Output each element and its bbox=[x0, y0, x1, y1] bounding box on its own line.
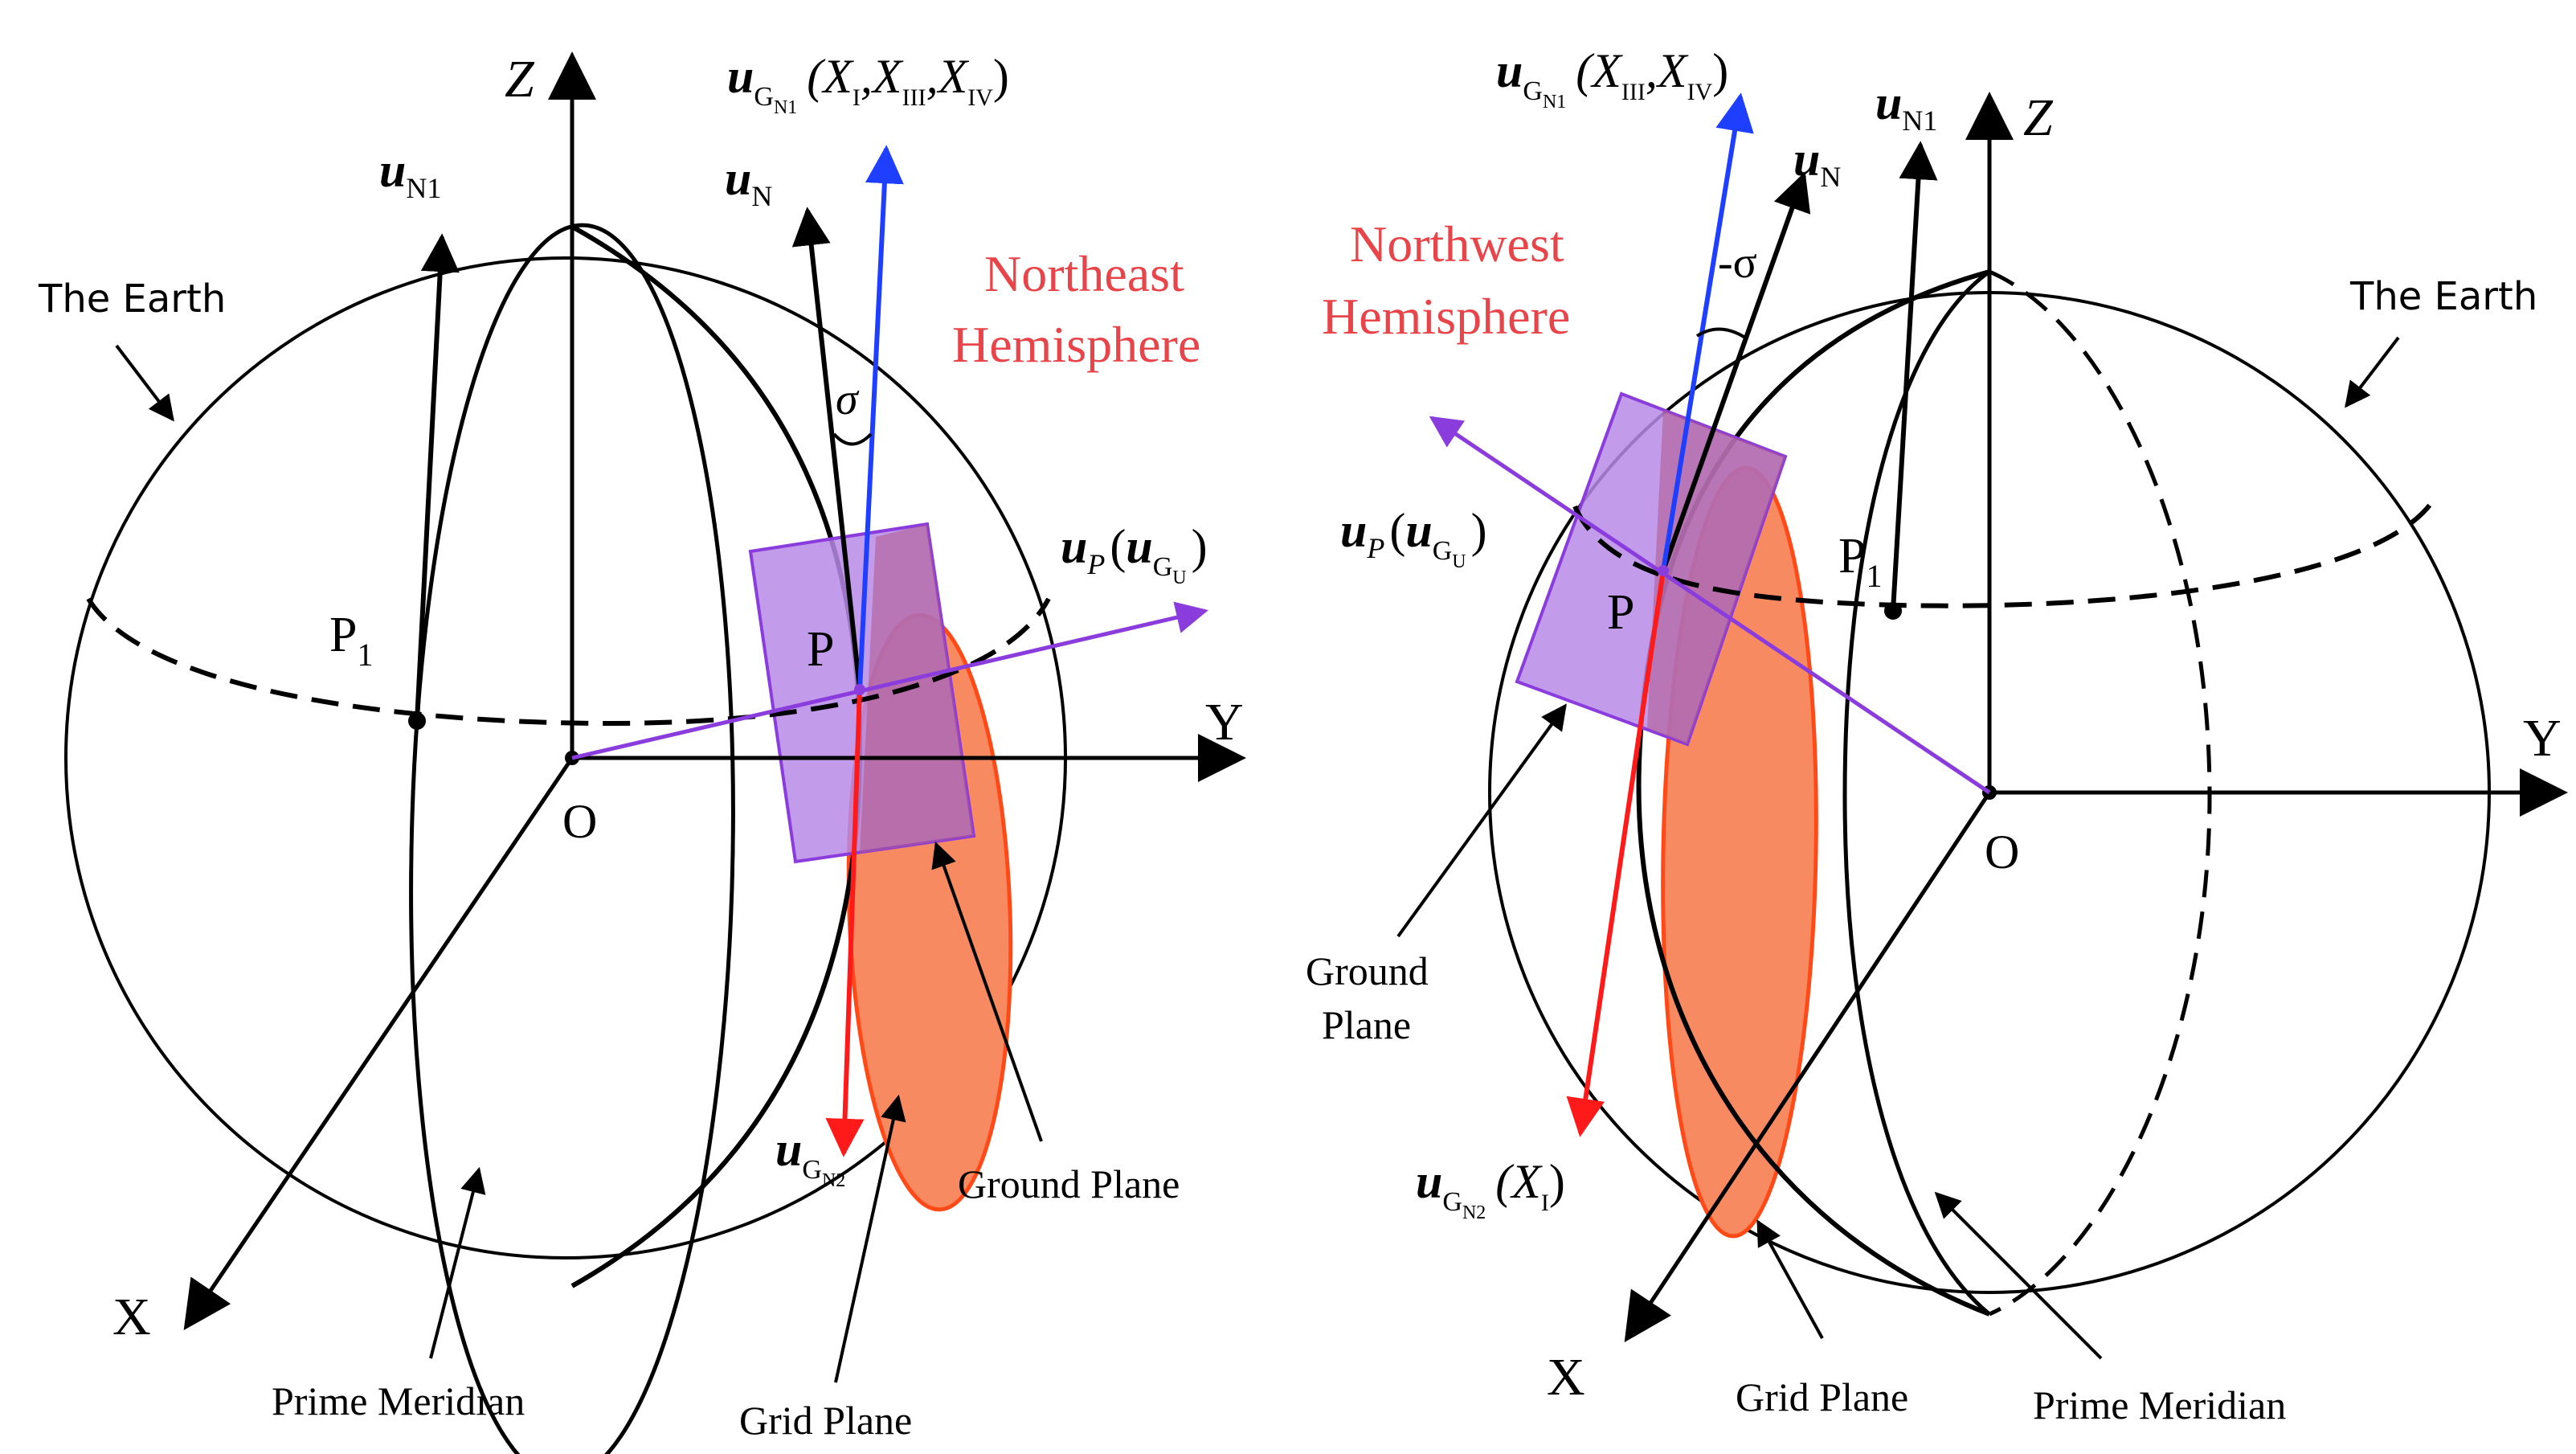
left-p-dot bbox=[854, 684, 865, 695]
right-ground-plane-leader bbox=[1396, 703, 1567, 938]
left-u-gn2-label: uGN2 bbox=[775, 1123, 845, 1191]
left-earth-leader bbox=[115, 344, 174, 422]
right-panel: The Earth Prime Meridian Grid Plane Grou… bbox=[1306, 44, 2568, 1427]
left-u-n1-label: uN1 bbox=[379, 144, 441, 204]
right-earth-leader bbox=[2345, 336, 2400, 408]
left-prime-meridian-ellipse bbox=[400, 223, 743, 1454]
left-hemisphere-line1: Northeast bbox=[984, 245, 1184, 302]
right-hemisphere-line2: Hemisphere bbox=[1322, 288, 1570, 345]
right-ground-plane-line2: Plane bbox=[1322, 1002, 1411, 1047]
right-u-gn2-vector bbox=[1566, 570, 1666, 1137]
left-u-n1-vector bbox=[415, 233, 460, 722]
right-grid-plane-leader bbox=[1756, 1219, 1824, 1339]
right-prime-meridian-label: Prime Meridian bbox=[2033, 1382, 2286, 1427]
right-u-p-vector bbox=[1429, 416, 1991, 795]
right-prime-meridian-solid bbox=[1842, 269, 1991, 1316]
left-equator-dashed bbox=[86, 597, 1051, 727]
left-sigma-label: σ bbox=[836, 375, 860, 424]
right-axis-x-label: X bbox=[1547, 1348, 1585, 1407]
right-plane-overlap bbox=[1647, 410, 1785, 744]
left-ground-plane-leader bbox=[931, 841, 1043, 1142]
right-grid-plane-label: Grid Plane bbox=[1736, 1374, 1908, 1419]
right-earth-label: The Earth bbox=[2349, 274, 2537, 319]
right-u-n-vector bbox=[1661, 171, 1811, 572]
left-panel: The Earth Prime Meridian Grid Plane Grou… bbox=[38, 50, 1246, 1454]
right-point-p1-label: P1 bbox=[1838, 529, 1882, 594]
left-u-n-label: uN bbox=[725, 152, 772, 212]
right-prime-meridian-leader bbox=[1934, 1191, 2103, 1360]
left-u-p-vector bbox=[571, 601, 1208, 760]
left-plane-overlap bbox=[860, 524, 974, 854]
left-point-p1-label: P1 bbox=[329, 608, 373, 673]
right-meridian-through-p bbox=[1636, 269, 1991, 1317]
left-u-gn1-vector bbox=[857, 145, 904, 690]
left-point-p-label: P bbox=[807, 622, 834, 677]
left-grid-plane-leader bbox=[834, 1094, 906, 1383]
left-origin-label: O bbox=[562, 795, 597, 848]
left-prime-meridian-leader bbox=[429, 1166, 486, 1359]
right-u-n1-label: uN1 bbox=[1875, 76, 1937, 137]
left-axis-y-label: Y bbox=[1205, 693, 1244, 752]
left-u-gn2-vector bbox=[825, 689, 865, 1157]
right-u-n-label: uN bbox=[1793, 133, 1841, 193]
left-sigma-arc bbox=[832, 432, 873, 446]
right-neg-sigma-label: -σ bbox=[1718, 238, 1757, 288]
right-hemisphere-line1: Northwest bbox=[1350, 215, 1564, 272]
left-earth-label: The Earth bbox=[38, 276, 226, 322]
left-axis-x-label: X bbox=[112, 1288, 151, 1346]
right-axis-z-label: Z bbox=[2023, 88, 2054, 147]
left-u-n-vector bbox=[791, 207, 862, 690]
right-u-p-label: uP(uGU) bbox=[1340, 504, 1487, 572]
left-prime-meridian-label: Prime Meridian bbox=[272, 1378, 525, 1423]
right-p1-dot bbox=[1884, 602, 1902, 620]
right-p-dot bbox=[1658, 565, 1669, 576]
right-equator-dashed bbox=[1572, 497, 2437, 608]
right-neg-sigma-arc bbox=[1695, 327, 1747, 339]
right-origin-label: O bbox=[1985, 825, 2019, 879]
right-point-p-label: P bbox=[1607, 585, 1634, 640]
left-u-p-label: uP(uGU) bbox=[1061, 520, 1208, 588]
left-axis-z-label: Z bbox=[505, 50, 535, 109]
right-prime-meridian-dashed bbox=[1988, 269, 2212, 1317]
left-p1-dot bbox=[408, 712, 426, 730]
left-hemisphere-line2: Hemisphere bbox=[952, 316, 1200, 373]
left-ground-plane-label: Ground Plane bbox=[958, 1161, 1180, 1206]
right-u-gn2-label: uGN2(XI) bbox=[1416, 1155, 1565, 1223]
right-u-gn1-label: uGN1(XIII,XIV) bbox=[1496, 44, 1728, 113]
left-u-gn1-label: uGN1(XI,XIII,XIV) bbox=[727, 50, 1009, 118]
right-ground-plane-line1: Ground bbox=[1306, 948, 1429, 993]
left-axis-x bbox=[183, 756, 574, 1330]
right-u-n1-vector bbox=[1891, 141, 1938, 612]
left-grid-plane-label: Grid Plane bbox=[739, 1398, 912, 1443]
right-axis-x bbox=[1624, 791, 1992, 1342]
right-axis-y-label: Y bbox=[2523, 709, 2562, 768]
